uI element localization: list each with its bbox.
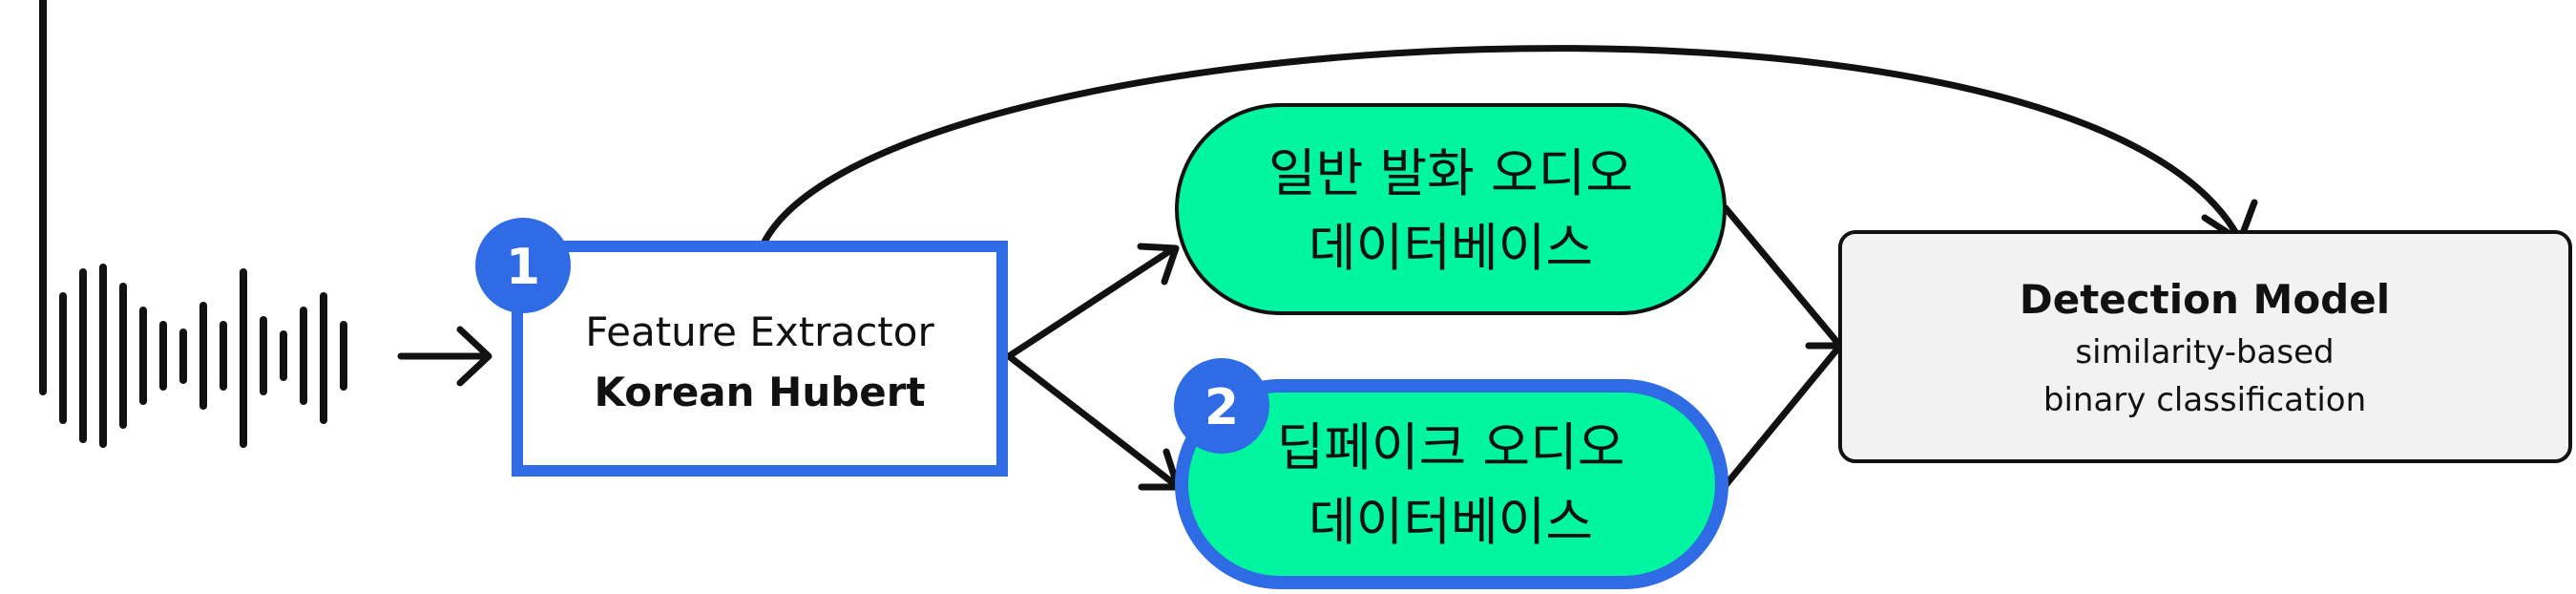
- feature-extractor-box: [512, 241, 1008, 477]
- step-badge-2-number: 2: [1204, 379, 1239, 436]
- detection-model-title: Detection Model: [2020, 276, 2390, 323]
- detection-model-node: Detection Model similarity-based binary …: [1838, 230, 2572, 463]
- step-badge-2: 2: [1174, 358, 1269, 454]
- deepfake-db-box: [1175, 379, 1728, 589]
- arrow-extractor-to-deepfake-db: [1005, 352, 1182, 491]
- normal-speech-db-node: 일반 발화 오디오 데이터베이스: [1175, 103, 1727, 315]
- feature-extractor-model: Korean Hubert: [594, 369, 925, 415]
- arrow-deepfake-db-to-detection: [1722, 307, 1846, 489]
- detection-model-box: [1838, 230, 2572, 463]
- step-badge-1-number: 1: [506, 239, 540, 296]
- deepfake-db-line2: 데이터베이스: [1309, 492, 1593, 552]
- normal-speech-db-box: [1175, 103, 1727, 315]
- feature-extractor-title: Feature Extractor: [585, 308, 934, 355]
- feature-extractor-node: Feature Extractor Korean Hubert: [512, 241, 1008, 477]
- detection-model-line1: similarity-based: [2075, 333, 2334, 371]
- normal-speech-db-line2: 데이터베이스: [1309, 218, 1593, 278]
- step-badge-1: 1: [475, 218, 571, 313]
- audio-waveform-icon: [39, 0, 347, 448]
- arrow-extractor-to-normal-db: [1005, 243, 1180, 360]
- deepfake-db-node: 딥페이크 오디오 데이터베이스: [1175, 379, 1728, 589]
- arrow-normal-db-to-detection: [1722, 204, 1844, 350]
- deepfake-db-line1: 딥페이크 오디오: [1277, 417, 1625, 477]
- detection-model-line2: binary classification: [2043, 381, 2366, 419]
- arrow-input-to-extractor: [397, 326, 492, 387]
- normal-speech-db-line1: 일반 발화 오디오: [1268, 143, 1633, 203]
